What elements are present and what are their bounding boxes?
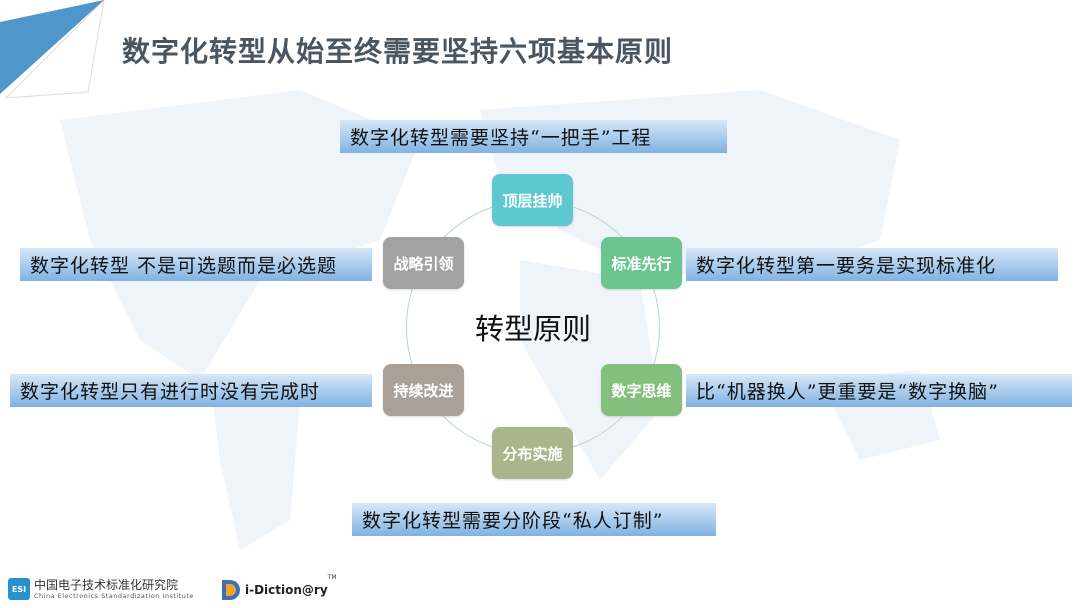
node-top-leadership: 顶层挂帅 xyxy=(492,174,573,226)
idictionary-logo-mark xyxy=(222,580,240,600)
org-name-cn: 中国电子技术标准化研究院 xyxy=(34,577,179,592)
desc-left-lower: 数字化转型只有进行时没有完成时 xyxy=(10,374,372,407)
idictionary-logo: i-Diction@ry TM xyxy=(220,574,337,602)
desc-left-upper: 数字化转型 不是可选题而是必选题 xyxy=(20,248,372,281)
node-strategic-guidance: 战略引领 xyxy=(383,237,464,289)
desc-bottom: 数字化转型需要分阶段“私人订制” xyxy=(352,503,716,536)
page-title: 数字化转型从始至终需要坚持六项基本原则 xyxy=(122,35,674,68)
node-distributed-implementation: 分布实施 xyxy=(492,427,573,479)
org-name-en: China Electronics Standardization Instit… xyxy=(34,591,194,600)
desc-right-lower: 比“机器换人”更重要是“数字换脑” xyxy=(686,374,1072,407)
node-continuous-improvement: 持续改进 xyxy=(383,364,464,416)
corner-decoration xyxy=(0,0,105,99)
node-digital-thinking: 数字思维 xyxy=(601,364,682,416)
node-standards-first: 标准先行 xyxy=(601,237,682,289)
center-label: 转型原则 xyxy=(474,312,591,346)
esi-logo-mark: ESI xyxy=(8,578,30,600)
desc-top: 数字化转型需要坚持“一把手”工程 xyxy=(340,120,727,153)
trademark: TM xyxy=(327,574,337,581)
brand-name: i-Diction@ry xyxy=(245,583,328,597)
desc-right-upper: 数字化转型第一要务是实现标准化 xyxy=(686,248,1058,281)
esi-logo: ESI 中国电子技术标准化研究院 China Electronics Stand… xyxy=(8,578,194,600)
